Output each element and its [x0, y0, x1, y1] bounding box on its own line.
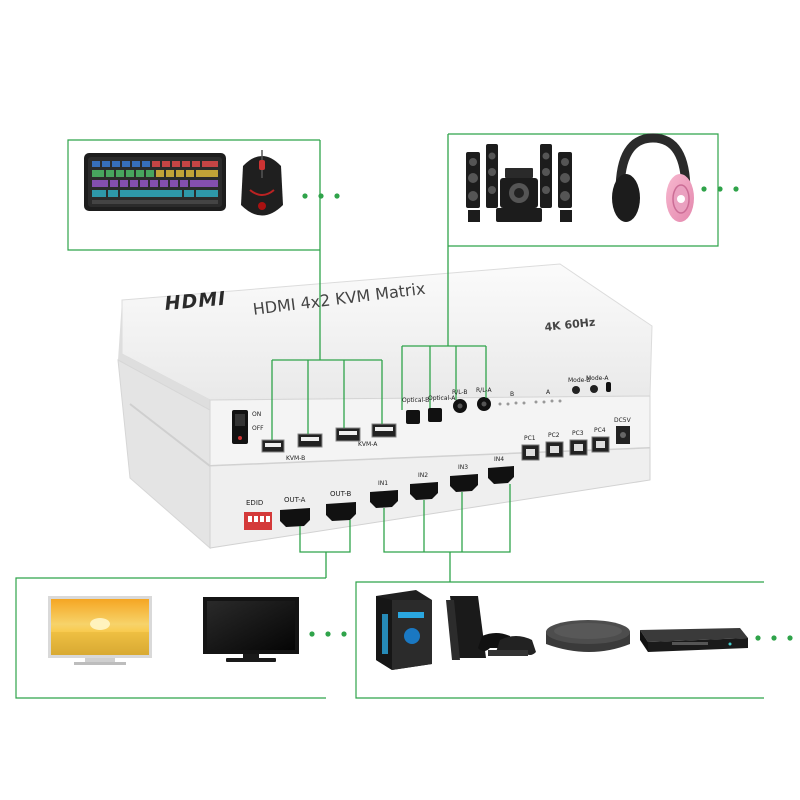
more-dots-icon [309, 631, 347, 637]
pc-usb-port[interactable] [521, 444, 540, 461]
rl-a-label: R/L-A [476, 387, 492, 394]
status-leds [498, 399, 562, 406]
power-off-label: OFF [252, 425, 264, 432]
hdmi-output-port[interactable] [280, 508, 310, 527]
power-on-label: ON [252, 411, 262, 418]
dvd-player-icon [640, 628, 748, 652]
usb-port[interactable] [261, 439, 285, 453]
ir-sensor [606, 382, 611, 392]
pc-tower-icon [376, 590, 432, 670]
hdmi-input-port[interactable] [450, 474, 478, 492]
game-console-icon [446, 596, 536, 660]
in4-label: IN4 [494, 456, 505, 463]
monitor-icon [203, 597, 299, 662]
in2-label: IN2 [418, 472, 429, 479]
optical-b-label: Optical-B [402, 397, 430, 404]
hdmi-input-port[interactable] [488, 466, 514, 484]
pc-usb-port[interactable] [545, 441, 564, 458]
more-dots-icon [302, 193, 340, 199]
pc2-label: PC2 [548, 432, 560, 439]
mouse-icon [241, 150, 283, 216]
audio-jack[interactable] [453, 399, 467, 413]
pc3-label: PC3 [572, 430, 584, 437]
pc4-label: PC4 [594, 427, 606, 434]
headphones-icon [612, 133, 694, 222]
dc-power-port[interactable] [616, 426, 630, 444]
speaker-system-icon [466, 144, 572, 222]
kvm-a-label: KVM-A [358, 441, 378, 448]
pc1-label: PC1 [524, 435, 536, 442]
connection-lines [271, 134, 511, 582]
optical-port[interactable] [406, 410, 420, 424]
mode-button[interactable] [572, 386, 580, 394]
kvm-b-label: KVM-B [286, 455, 306, 462]
brand-logo-text: HDMI [163, 287, 228, 315]
in1-label: IN1 [378, 480, 389, 487]
hdmi-input-port[interactable] [410, 482, 438, 500]
usb-port[interactable] [297, 433, 323, 448]
edid-dip-switch[interactable] [244, 512, 272, 530]
more-dots-icon [755, 635, 793, 641]
mode-button[interactable] [590, 385, 598, 393]
edid-label: EDID [246, 499, 264, 507]
rl-b-label: R/L-B [452, 389, 468, 396]
mode-2-label: Mode-A [586, 375, 609, 382]
pc-usb-port[interactable] [591, 436, 610, 453]
sources-box [355, 581, 793, 699]
out-b-label: OUT-B [330, 490, 352, 498]
usb-port[interactable] [335, 427, 361, 442]
power-switch[interactable] [232, 410, 248, 444]
group-b-label: B [510, 391, 515, 398]
optical-a-label: Optical-A [428, 395, 456, 402]
tv-icon [48, 596, 152, 665]
usb-port[interactable] [371, 423, 397, 438]
more-dots-icon [701, 186, 739, 192]
out-a-label: OUT-A [284, 496, 306, 504]
audio-devices-box [448, 133, 739, 247]
hdmi-input-port[interactable] [370, 490, 398, 508]
group-a-label: A [546, 389, 551, 396]
optical-port[interactable] [428, 408, 442, 422]
audio-jack[interactable] [477, 397, 491, 411]
pc-usb-port[interactable] [569, 439, 588, 456]
mode-1-label: Mode-B [568, 377, 591, 384]
media-box-icon [546, 620, 630, 652]
input-devices-box [67, 139, 340, 251]
in3-label: IN3 [458, 464, 469, 471]
hdmi-output-port[interactable] [326, 502, 356, 521]
displays-box [15, 577, 347, 699]
keyboard-icon [84, 153, 226, 211]
dc-label: DC5V [614, 417, 631, 424]
